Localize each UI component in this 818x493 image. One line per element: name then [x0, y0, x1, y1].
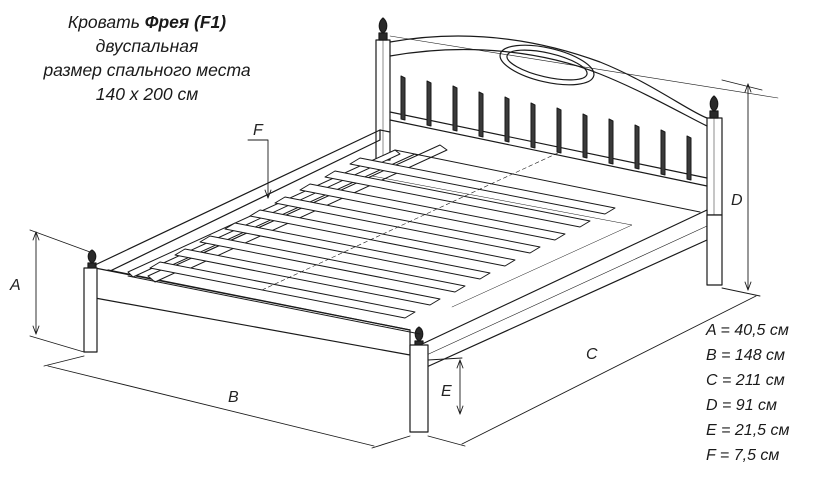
- dimension-c: C = 211 см: [706, 372, 785, 389]
- dimension-lines: [29, 35, 779, 449]
- dimension-f: F = 7,5 см: [706, 447, 780, 464]
- title-line-1: Кровать Фрея (F1): [67, 12, 227, 32]
- title-line-3: размер спального места: [43, 60, 251, 80]
- dimension-a: A = 40,5 см: [706, 322, 789, 339]
- label-d: D: [731, 192, 743, 209]
- dimension-b: B = 148 см: [706, 347, 786, 364]
- title-line-4: 140 х 200 см: [95, 84, 199, 104]
- dimension-e: E = 21,5 см: [706, 422, 790, 439]
- bed-frame: [83, 129, 723, 433]
- title-line-2: двуспальная: [95, 36, 199, 56]
- label-a: A: [9, 277, 21, 294]
- bed-title: Кровать Фрея (F1) двуспальная размер спа…: [6, 10, 288, 106]
- label-b: B: [228, 389, 239, 406]
- label-f: F: [253, 122, 264, 139]
- slats: [127, 144, 701, 335]
- label-c: C: [586, 346, 598, 363]
- headboard: [375, 35, 723, 216]
- dimension-legend: A = 40,5 см B = 148 см C = 211 см D = 91…: [706, 318, 789, 468]
- finial-icons: [87, 17, 719, 348]
- model-name: Фрея (F1): [144, 12, 227, 32]
- label-e: E: [441, 383, 452, 400]
- dimension-d: D = 91 см: [706, 397, 777, 414]
